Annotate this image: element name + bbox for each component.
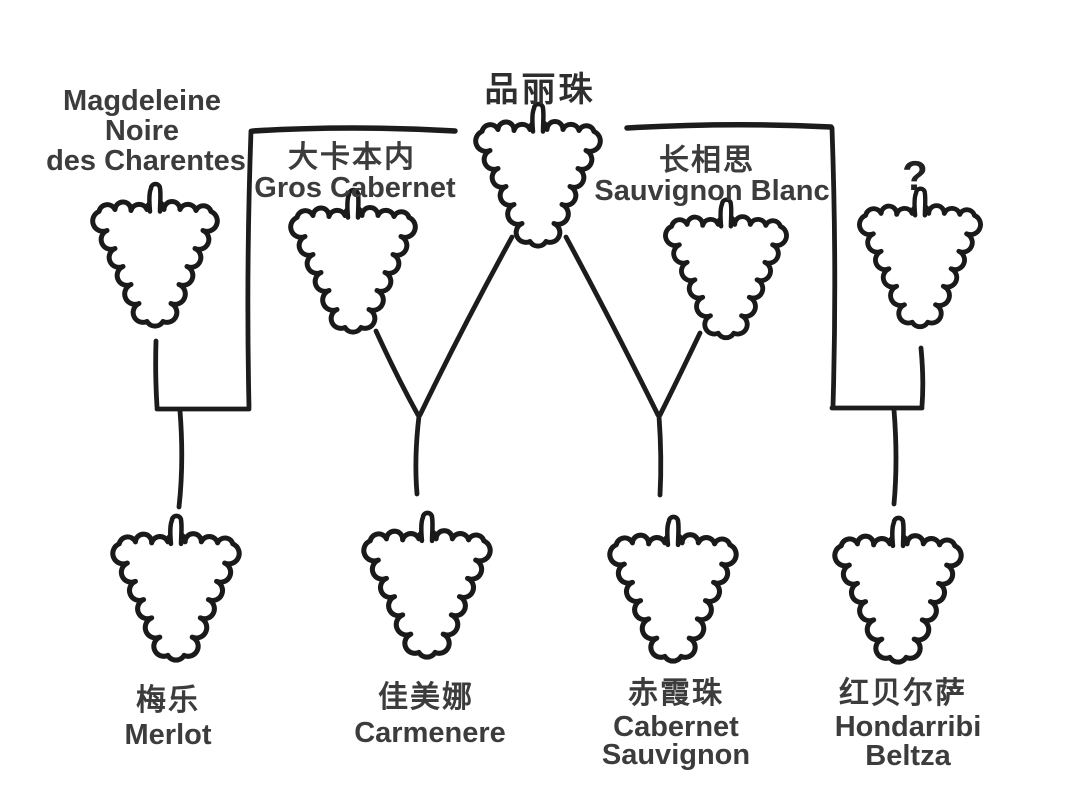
edge-cabernetfranc-to-carmenere <box>417 234 515 418</box>
edge-hondarribi-stem-line <box>891 407 899 507</box>
label-gros-cabernet-en: Gros Cabernet <box>254 172 456 204</box>
grape-icon-cabernet-franc <box>476 104 601 246</box>
label-cabernet-sauvignon-cn: 赤霞珠 <box>628 677 724 710</box>
label-sauvignon-blanc-cn: 长相思 <box>659 144 755 177</box>
edge-cabernetfranc-to-cabernetsauvignon <box>563 234 661 418</box>
label-magdeleine-line3: des Charentes <box>46 145 246 177</box>
label-merlot-en: Merlot <box>125 719 212 751</box>
edge-cabernetsauvignon-stem-line <box>656 413 664 498</box>
grape-icon-cabernet-sauvignon <box>610 517 736 661</box>
edge-cabernetfranc-right-vertical <box>829 125 838 409</box>
edge-cabernetfranc-right-horizontal <box>624 121 834 131</box>
label-merlot-cn: 梅乐 <box>136 684 200 717</box>
edge-unknown-tail <box>918 345 926 409</box>
label-unknown-parent-mark: ? <box>902 152 928 199</box>
edge-cabernetfranc-left-horizontal <box>250 125 458 134</box>
edge-groscabernet-to-carmenere <box>373 328 421 418</box>
label-cabernet-franc-cn: 品丽珠 <box>485 71 596 109</box>
label-hondarribi-en2: Beltza <box>865 740 951 772</box>
grape-icon-merlot <box>113 516 239 660</box>
edge-magdeleine-tail <box>153 338 160 410</box>
grape-icon-gros-cabernet <box>291 190 416 332</box>
grape-icon-sauvignon-blanc <box>665 200 786 338</box>
edge-cabernetfranc-left-vertical <box>245 128 254 410</box>
label-gros-cabernet-cn: 大卡本内 <box>288 141 416 174</box>
label-hondarribi-en1: Hondarribi <box>835 711 982 743</box>
label-sauvignon-blanc-en: Sauvignon Blanc <box>594 175 829 207</box>
edge-merlot-stem-line <box>176 408 185 510</box>
labels: Magdeleine Noire des Charentes 大卡本内 Gros… <box>46 71 981 772</box>
label-magdeleine-line2: Noire <box>105 115 179 147</box>
edge-carmenere-stem-line <box>413 413 422 497</box>
edge-sauvignonblanc-to-cabernetsauvignon <box>657 330 703 418</box>
label-cabernet-sauvignon-en2: Sauvignon <box>602 739 750 771</box>
grape-icon-unknown-parent <box>859 189 980 327</box>
label-cabernet-sauvignon-en1: Cabernet <box>613 711 739 743</box>
grape-icon-magdeleine-noire <box>93 184 218 326</box>
label-hondarribi-cn: 红贝尔萨 <box>839 677 967 710</box>
grape-icon-hondarribi-beltza <box>835 518 961 662</box>
label-magdeleine-line1: Magdeleine <box>63 85 221 117</box>
pedigree-edges <box>153 121 926 510</box>
grape-icon-carmenere <box>364 513 490 657</box>
label-carmenere-cn: 佳美娜 <box>378 680 474 714</box>
label-carmenere-en: Carmenere <box>354 717 506 749</box>
grape-nodes <box>93 104 981 662</box>
